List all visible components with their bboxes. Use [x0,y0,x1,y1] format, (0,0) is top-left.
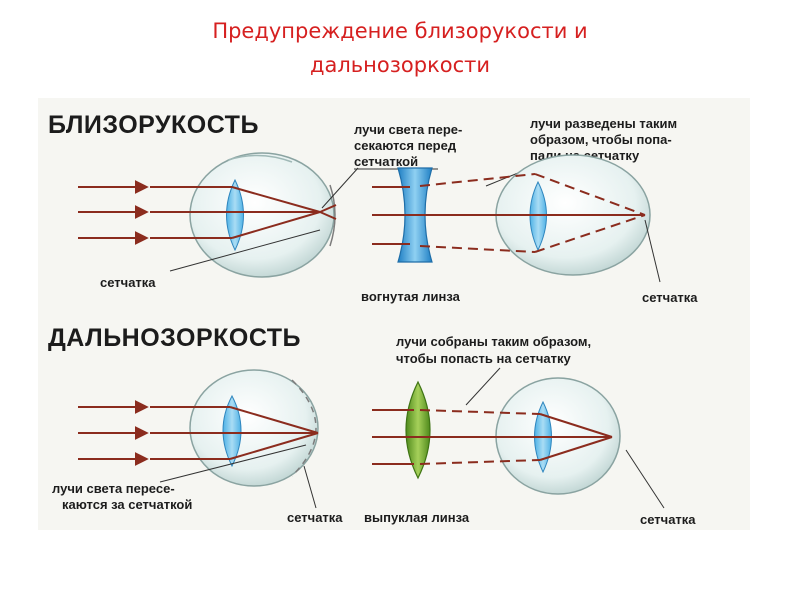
myopia-spread-note-2: образом, чтобы попа- [530,132,672,147]
myopia-cross-note-1: лучи света пере- [354,122,462,137]
pointer-retina-left [303,465,317,509]
myopia-retina-right: сетчатка [642,290,698,305]
myopia-lens-label: вогнутая линза [361,289,461,304]
slide-title: Предупреждение близорукости и дальнозорк… [0,14,800,82]
hyperopia-heading: ДАЛЬНОЗОРКОСТЬ [48,324,301,352]
eye-icon [189,369,319,487]
pointer-retina-right [644,219,661,283]
pointer-retina-right [625,449,665,509]
title-line-1: Предупреждение близорукости и [212,19,588,43]
myopia-rays-right [372,173,646,253]
title-line-2: дальнозоркости [309,53,491,77]
hyperopia-retina-right: сетчатка [640,512,696,527]
hyperopia-rays-right [372,409,613,465]
vision-diagram: БЛИЗОРУКОСТЬ лучи света пере- секаются п… [38,98,750,530]
myopia-rays-left [78,180,337,245]
myopia-retina-left: сетчатка [100,275,156,290]
eye-icon [189,152,336,278]
pointer-cross-behind [159,444,307,483]
myopia-heading: БЛИЗОРУКОСТЬ [48,111,259,139]
hyperopia-retina-left: сетчатка [287,510,343,525]
diagram-canvas: БЛИЗОРУКОСТЬ лучи света пере- секаются п… [48,111,698,527]
hyperopia-cross-note-2: каются за сетчаткой [62,497,192,512]
hyperopia-collect-note-2: чтобы попасть на сетчатку [396,351,572,366]
hyperopia-rays-left [78,400,319,466]
myopia-cross-note-2: секаются перед [354,138,457,153]
hyperopia-lens-label: выпуклая линза [364,510,470,525]
pointer-cross [321,167,359,209]
pointer-collect [465,367,501,406]
myopia-cross-note-3: сетчаткой [354,154,418,169]
hyperopia-cross-note-1: лучи света пересе- [52,481,175,496]
myopia-spread-note-1: лучи разведены таким [530,116,677,131]
pointer-retina-left [169,229,321,272]
hyperopia-collect-note-1: лучи собраны таким образом, [396,334,591,349]
